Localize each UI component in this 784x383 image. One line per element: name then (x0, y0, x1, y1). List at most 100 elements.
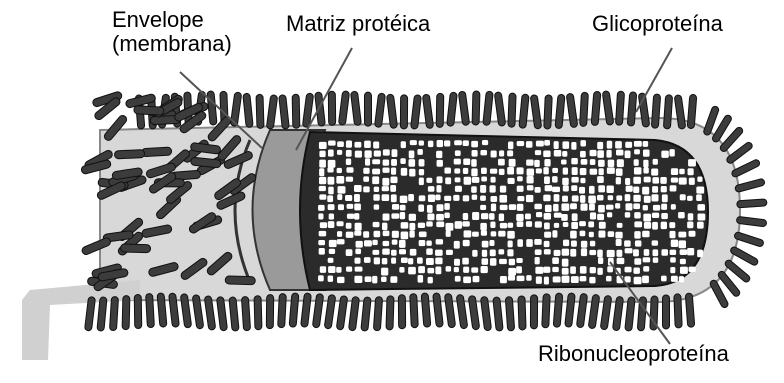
granule (607, 250, 615, 257)
granule (507, 249, 513, 256)
granule (491, 151, 497, 158)
granule (318, 275, 324, 281)
granule (589, 232, 594, 238)
granule (662, 194, 668, 202)
granule (490, 222, 495, 228)
granule (580, 178, 585, 183)
granule (571, 158, 578, 164)
granule (491, 203, 496, 211)
glycoprotein-spike (447, 92, 458, 127)
granule (653, 257, 658, 263)
granule (696, 187, 704, 194)
granule (426, 221, 433, 226)
glycoprotein-spike (734, 178, 765, 193)
granule (418, 204, 424, 211)
granule (634, 221, 642, 227)
granule (634, 159, 639, 166)
granule (372, 176, 379, 184)
granule (589, 204, 595, 211)
granule (481, 168, 487, 174)
glycoprotein-spike (254, 296, 262, 330)
granule (608, 195, 613, 200)
granule (363, 168, 369, 174)
granule (634, 149, 640, 154)
granule (336, 267, 341, 273)
glycoprotein-spike (472, 91, 480, 125)
granule (671, 178, 678, 183)
granule (643, 167, 648, 173)
granule (661, 151, 668, 158)
granule (680, 194, 686, 200)
granule (590, 267, 596, 273)
granule (390, 185, 396, 192)
granule (689, 178, 695, 185)
granule (419, 169, 424, 175)
granule (391, 213, 399, 218)
granule (426, 248, 432, 255)
granule (543, 267, 550, 273)
granule (382, 168, 389, 173)
granule (527, 185, 534, 190)
granule (373, 222, 380, 227)
granule (410, 249, 417, 256)
granule (354, 185, 362, 192)
granule (482, 250, 487, 257)
granule (354, 213, 359, 219)
granule (634, 231, 640, 238)
granule (544, 140, 550, 146)
granule (679, 169, 684, 174)
granule (633, 186, 639, 193)
glycoprotein-spike (328, 91, 335, 125)
granule (346, 223, 352, 229)
label-envelope-line2: (membrana) (112, 32, 232, 56)
granule (689, 267, 696, 272)
glycoprotein-spike (243, 93, 253, 128)
granule (535, 221, 542, 227)
granule (444, 203, 449, 210)
granule (581, 241, 587, 248)
granule (597, 268, 602, 275)
granule (553, 204, 558, 211)
granule (489, 240, 494, 246)
granule (554, 213, 562, 218)
granule (417, 149, 422, 155)
granule (391, 257, 396, 263)
granule (401, 257, 408, 263)
granule (660, 177, 666, 184)
granule (670, 267, 675, 273)
granule (419, 159, 425, 166)
granule (616, 239, 622, 246)
granule (337, 141, 344, 147)
granule (625, 178, 630, 185)
granule (499, 213, 504, 221)
granule (652, 213, 659, 218)
granule (633, 177, 641, 184)
granule (590, 169, 598, 175)
granule (625, 142, 632, 148)
granule (589, 186, 595, 194)
granule (544, 232, 551, 238)
granule (671, 204, 676, 209)
granule (562, 259, 569, 267)
granule (490, 250, 496, 257)
granule (499, 259, 507, 264)
granule (571, 142, 576, 150)
granule (328, 204, 335, 210)
granule (572, 213, 578, 221)
granule (643, 141, 648, 147)
granule (554, 141, 559, 149)
granule (580, 266, 587, 273)
granule (597, 142, 603, 149)
granule (408, 258, 413, 264)
granule (408, 267, 416, 274)
granule (409, 159, 416, 167)
granule (526, 239, 533, 247)
granule (634, 212, 640, 218)
granule (517, 141, 524, 146)
granule (563, 167, 568, 174)
glycoprotein-spike (436, 93, 444, 127)
granule (454, 241, 460, 249)
granule (455, 221, 462, 229)
granule (328, 187, 333, 195)
